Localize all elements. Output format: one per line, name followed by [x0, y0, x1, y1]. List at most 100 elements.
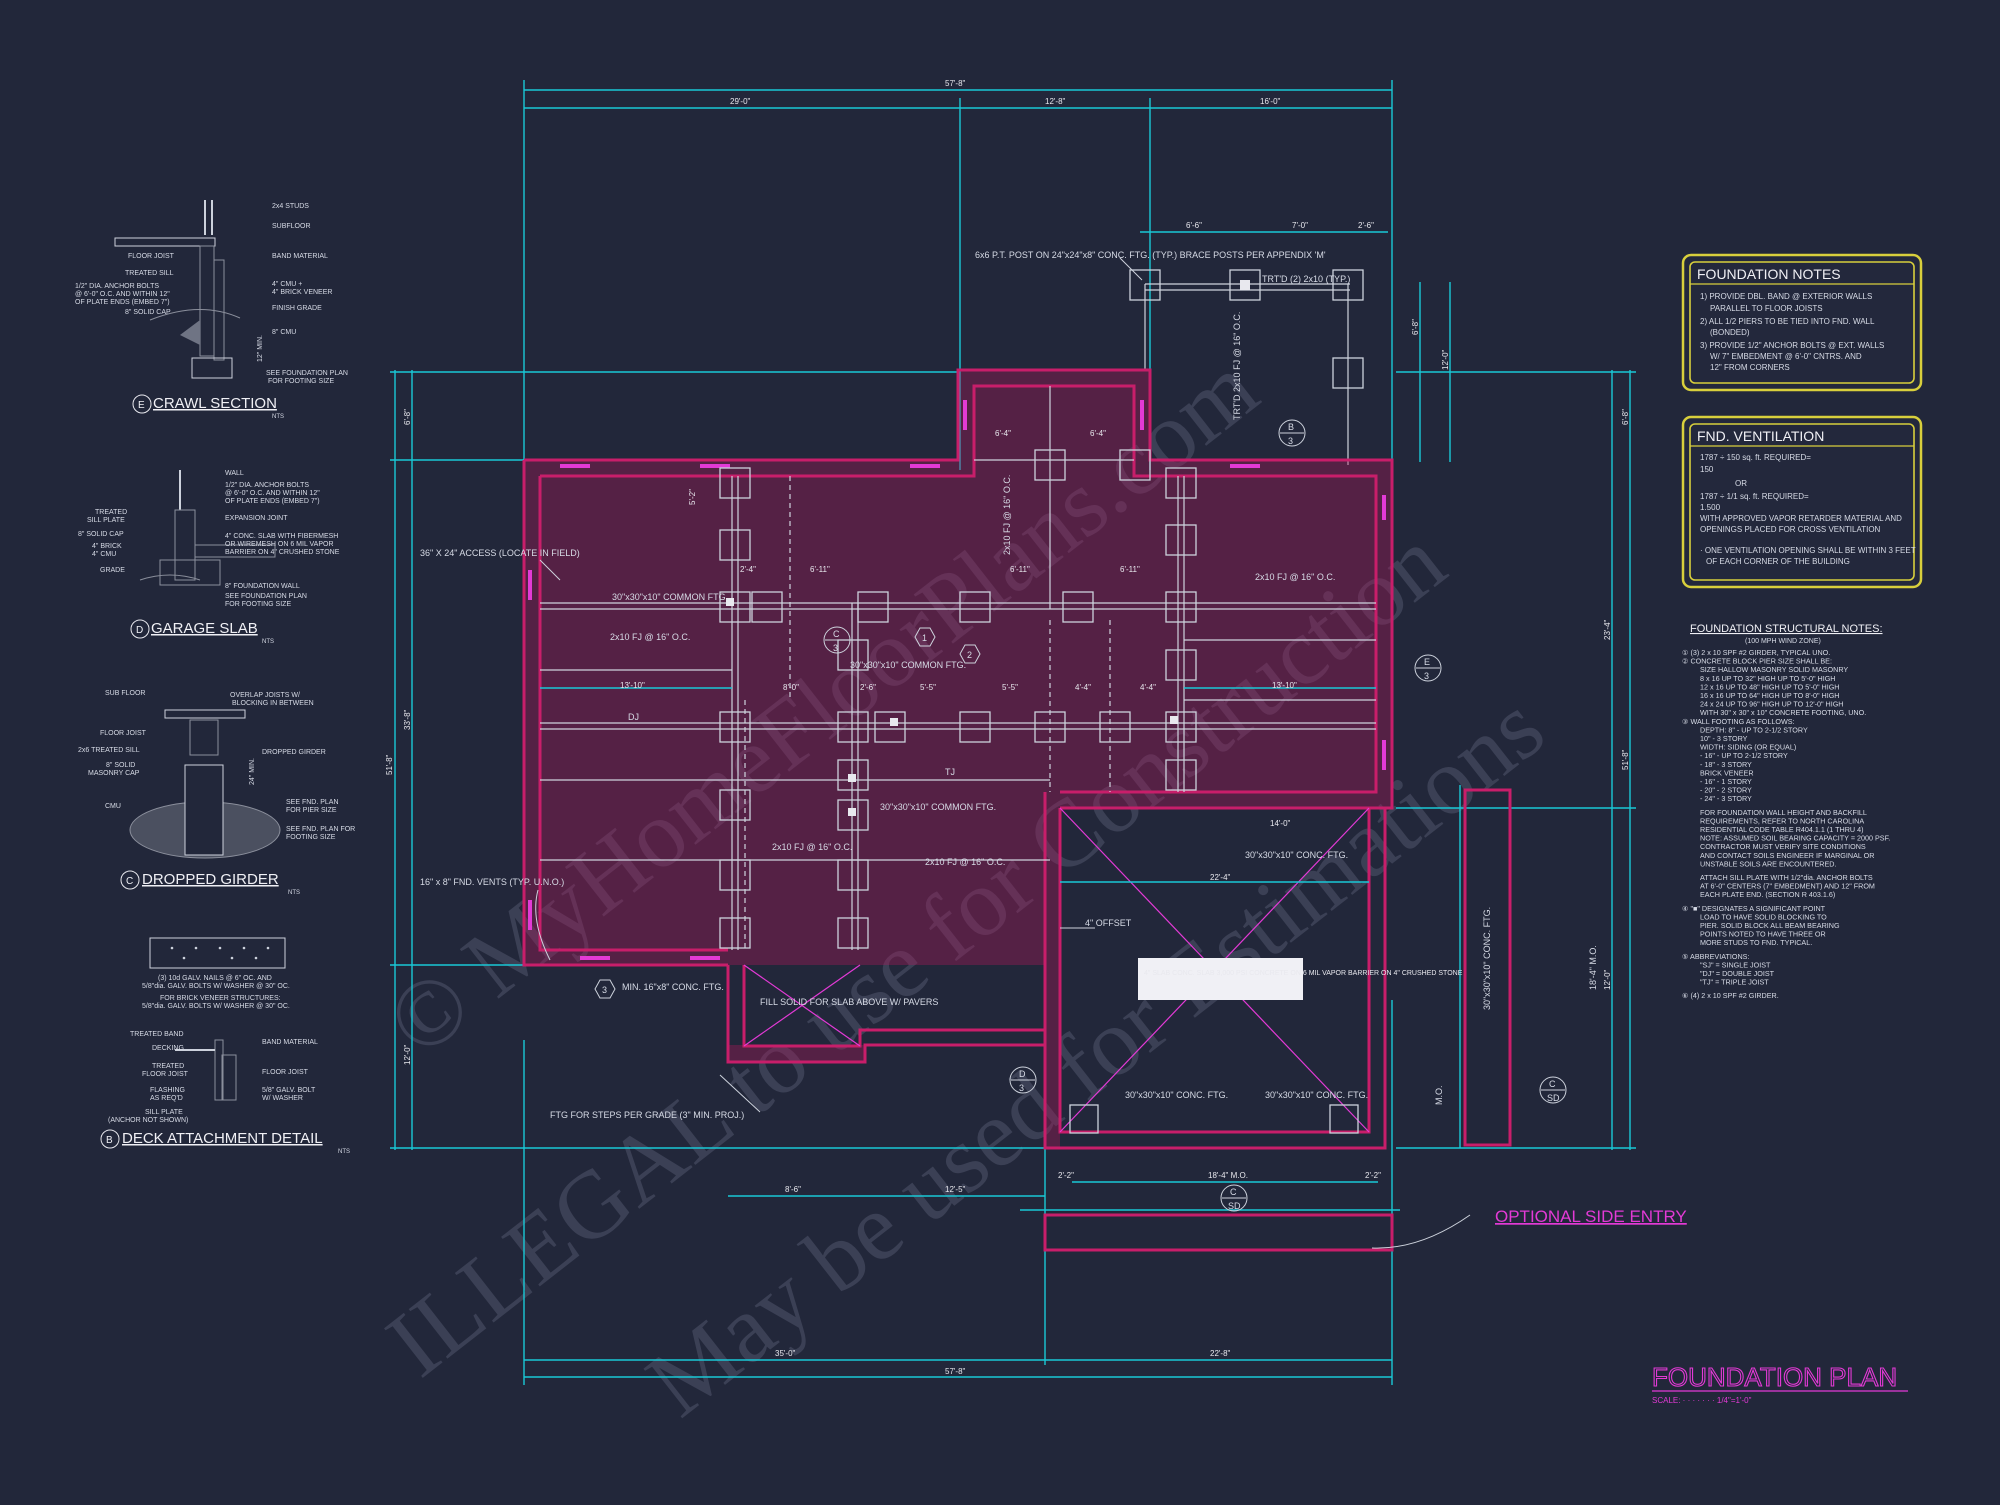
structural-note-line: 16 x 16 UP TO 64" HIGH UP TO 8'-0" HIGH [1700, 691, 1840, 700]
slab-note-box [1138, 958, 1303, 1000]
girder-label-0: SUB FLOOR [105, 690, 145, 697]
tag-c3: C3 [823, 626, 851, 654]
dim-top-mid: 12'-8" [1045, 97, 1066, 106]
note-conc-1: 30"x30"x10" CONC. FTG. [1245, 850, 1348, 860]
garage-label-1: 1/2" DIA. ANCHOR BOLTS [225, 482, 309, 489]
structural-notes-title: FOUNDATION STRUCTURAL NOTES: [1690, 623, 1883, 635]
note-common-1: 30"x30"x10" COMMON FTG. [612, 592, 728, 602]
svg-text:D: D [1019, 1069, 1026, 1079]
structural-note-line: "TJ" = TRIPLE JOIST [1700, 978, 1769, 987]
structural-note-line: WITH 30" x 30" x 10" CONCRETE FOOTING, U… [1700, 708, 1866, 717]
garage-label-15: SEE FOUNDATION PLAN [225, 593, 307, 600]
structural-note-line: WIDTH: SIDING (OR EQUAL) [1700, 743, 1796, 752]
vent-line-8: · ONE VENTILATION OPENING SHALL BE WITHI… [1700, 546, 1916, 555]
garage-label-9: 4" CMU [92, 551, 116, 558]
dim-int-22: 12'-5" [945, 1185, 966, 1194]
structural-note-line: - 20" - 2 STORY [1700, 786, 1752, 795]
fn-line-4: 3) PROVIDE 1/2" ANCHOR BOLTS @ EXT. WALL… [1700, 341, 1884, 350]
svg-text:E: E [1424, 657, 1430, 667]
garage-label-16: FOR FOOTING SIZE [225, 601, 291, 608]
deck-label-9: AS REQ'D [150, 1095, 183, 1102]
deck-label-5: DECKING [152, 1045, 184, 1052]
vent-line-3: 1787 ÷ 1/1 sq. ft. REQUIRED= [1700, 492, 1809, 501]
structural-note-line: ② CONCRETE BLOCK PIER SIZE SHALL BE: [1682, 657, 1832, 666]
garage-label-10: GRADE [100, 567, 125, 574]
svg-text:C: C [1230, 1187, 1237, 1197]
garage-label-3: OF PLATE ENDS (EMBED 7") [225, 498, 320, 505]
note-common-2: 30"x30"x10" COMMON FTG. [850, 660, 966, 670]
crawl-label-0: 2x4 STUDS [272, 203, 309, 210]
deck-label-15: W/ WASHER [262, 1095, 303, 1102]
garage-mark: D [136, 625, 143, 636]
crawl-label-1: SUBFLOOR [272, 223, 311, 230]
rear-deck: 6x6 P.T. POST ON 24"x24"x8" CONC. FTG. (… [975, 250, 1364, 465]
fn-line-2: 2) ALL 1/2 PIERS TO BE TIED INTO FND. WA… [1700, 317, 1875, 326]
structural-note-line: ③ WALL FOOTING AS FOLLOWS: [1682, 717, 1795, 726]
crawl-label-15: FOR FOOTING SIZE [268, 378, 334, 385]
foundation-walls [522, 368, 1512, 1252]
garage-label-7: 8" SOLID CAP [78, 531, 124, 538]
fn-line-1: PARALLEL TO FLOOR JOISTS [1710, 304, 1823, 313]
note-fj-1: 2x10 FJ @ 16" O.C. [610, 632, 690, 642]
note-conc-2: 30"x30"x10" CONC. FTG. [1125, 1090, 1228, 1100]
crawl-label-14: SEE FOUNDATION PLAN [266, 370, 348, 377]
dim-int-12: 5'-5" [1002, 683, 1018, 692]
girder-label-10: FOR PIER SIZE [286, 807, 337, 814]
title-block: FOUNDATION PLAN SCALE: · · · · · · · 1/4… [1651, 1361, 1908, 1405]
ventilation-box: FND. VENTILATION 1787 ÷ 150 sq. ft. REQU… [1681, 415, 1923, 589]
structural-note-line: 24 x 24 UP TO 96" HIGH UP TO 12'-0" HIGH [1700, 700, 1844, 709]
deck-label-12: BAND MATERIAL [262, 1039, 318, 1046]
dim-bottom-overall: 57'-8" [945, 1367, 966, 1376]
vent-line-0: 1787 ÷ 150 sq. ft. REQUIRED= [1700, 453, 1811, 462]
structural-note-line: PIER. SOLID BLOCK ALL BEAM BEARING [1700, 921, 1840, 930]
dim-int-8: 13'-10" [620, 681, 645, 690]
note-trtd-side: TRT'D 2x10 FJ @ 16" O.C. [1232, 312, 1242, 420]
crawl-label-10: 4" BRICK VENEER [272, 289, 332, 296]
dim-int-19: 2'-2" [1058, 1171, 1074, 1180]
crawl-label-9: 4" CMU + [272, 281, 302, 288]
note-mo: M.O. [1434, 1086, 1444, 1106]
garage-title: GARAGE SLAB [151, 620, 258, 637]
foundation-notes-title: FOUNDATION NOTES [1697, 266, 1841, 282]
deck-label-14: 5/8" GALV. BOLT [262, 1087, 316, 1094]
structural-note-line: SIZE HALLOW MASONRY SOLID MASONRY [1700, 665, 1848, 674]
left-dimensions: 6'-8" 33'-8" 51'-8" 12'-0" [385, 370, 1045, 1150]
structural-note-line: FOR FOUNDATION WALL HEIGHT AND BACKFILL [1700, 808, 1867, 817]
crawl-label-3: BAND MATERIAL [272, 253, 328, 260]
svg-text:3: 3 [1019, 1083, 1024, 1093]
dim-int-11: 5'-5" [920, 683, 936, 692]
dim-deck-2: 7'-0" [1292, 221, 1308, 230]
svg-text:3: 3 [1424, 671, 1429, 681]
structural-note-line: ⑤ ABBREVIATIONS: [1682, 952, 1749, 961]
deck-label-0: (3) 10d GALV. NAILS @ 6" OC. AND [158, 975, 272, 982]
deck-nts: NTS [338, 1149, 350, 1155]
deck-mark: B [106, 1135, 113, 1146]
svg-text:B: B [1288, 422, 1294, 432]
garage-label-0: WALL [225, 470, 244, 477]
crawl-nts: NTS [272, 414, 284, 420]
girder-label-11: SEE FND. PLAN FOR [286, 826, 355, 833]
structural-note-line: LOAD TO HAVE SOLID BLOCKING TO [1700, 912, 1827, 921]
deck-label-11: (ANCHOR NOT SHOWN) [108, 1117, 188, 1124]
detail-dropped-girder: SUB FLOOR OVERLAP JOISTS W/ BLOCKING IN … [78, 690, 355, 896]
note-mo2: 18'-4" M.O. [1588, 945, 1598, 990]
deck-label-4: TREATED BAND [130, 1031, 184, 1038]
right-dimensions: 6'-8" 23'-4" 51'-8" 12'-0" 6'-8" 12'-0" [1396, 282, 1636, 1150]
dim-int-5: 6'-11" [810, 565, 830, 574]
vent-line-2: OR [1735, 479, 1747, 488]
girder-label-3: FLOOR JOIST [100, 730, 147, 737]
structural-notes: FOUNDATION STRUCTURAL NOTES: (100 MPH WI… [1682, 623, 1890, 1000]
girder-label-9: SEE FND. PLAN [286, 799, 339, 806]
vent-line-1: 150 [1700, 465, 1714, 474]
dim-bottom-right: 22'-8" [1210, 1349, 1231, 1358]
tag-csd-2: CSD [1539, 1076, 1567, 1104]
crawl-title: CRAWL SECTION [153, 395, 277, 412]
girder-mark: C [126, 876, 133, 887]
svg-text:3: 3 [1288, 436, 1293, 446]
dim-int-18: 18'-4" M.O. [1208, 1171, 1248, 1180]
dim-int-14: 4'-4" [1140, 683, 1156, 692]
detail-deck-attachment: (3) 10d GALV. NAILS @ 6" OC. AND 5/8"dia… [100, 937, 350, 1155]
dim-int-9: 8'-0" [783, 683, 799, 692]
optional-side-entry-label: OPTIONAL SIDE ENTRY [1495, 1207, 1687, 1226]
